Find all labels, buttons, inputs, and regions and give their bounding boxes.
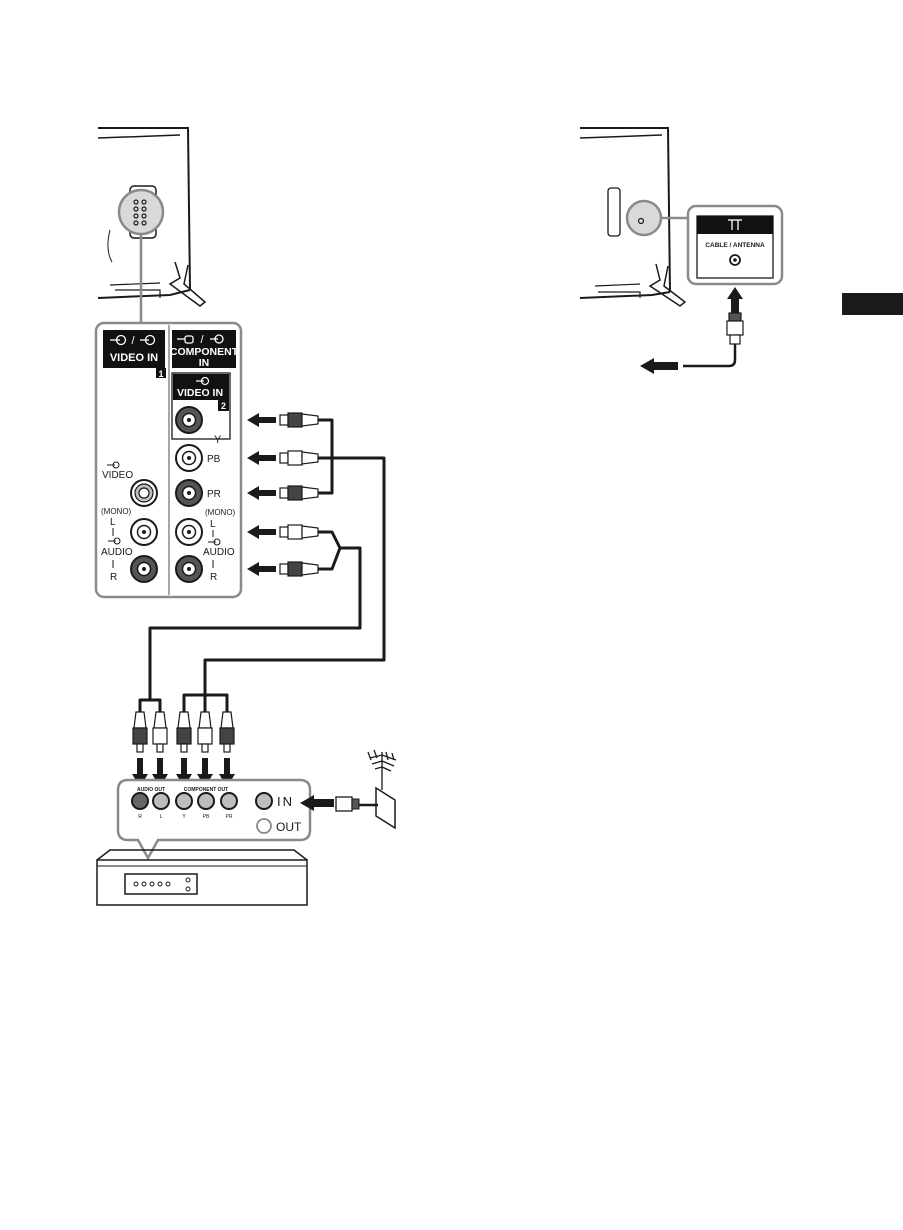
badge-2: 2 <box>221 401 226 411</box>
jack-audio-l-1 <box>131 519 157 545</box>
video-in-2-label: VIDEO IN <box>177 387 223 399</box>
zoom-circle-right <box>627 201 661 235</box>
plug-audio-r <box>280 562 318 576</box>
section-tab <box>842 293 903 315</box>
zoom-circle-left <box>119 190 163 234</box>
label-pr: PR <box>207 489 221 500</box>
jack-audio-l-component <box>176 519 202 545</box>
plug-pr <box>280 486 318 500</box>
coax-cable-right <box>683 344 735 366</box>
label-out: OUT <box>276 820 302 834</box>
rca-plugs-device <box>133 712 234 752</box>
label-mono-left: (MONO) <box>101 507 132 516</box>
device-jack-r <box>132 793 148 809</box>
cable-source-arrow <box>640 358 678 374</box>
badge-1: 1 <box>158 369 163 379</box>
jack-pr <box>176 480 202 506</box>
jack-video-1 <box>131 480 157 506</box>
label-dev-pr: PR <box>226 814 233 820</box>
insert-arrow-antenna <box>727 287 743 313</box>
plug-y <box>280 413 318 427</box>
component-label-line2: IN <box>199 357 210 369</box>
coax-plug-right <box>727 313 743 344</box>
label-dev-l: L <box>160 814 163 820</box>
label-video: VIDEO <box>102 470 133 481</box>
device-plug-r <box>133 712 147 752</box>
plug-audio-l <box>280 525 318 539</box>
label-component-out: COMPONENT OUT <box>184 787 228 793</box>
jack-audio-r-1 <box>131 556 157 582</box>
label-cable-antenna: CABLE / ANTENNA <box>705 242 765 249</box>
rca-plugs-panel <box>280 413 318 576</box>
wall-plate <box>376 788 395 828</box>
device-jack-l <box>153 793 169 809</box>
label-mono-right: (MONO) <box>205 508 236 517</box>
video-in-1-label: VIDEO IN <box>110 352 158 364</box>
device-plug-pb <box>198 712 212 752</box>
label-pb: PB <box>207 454 221 465</box>
jack-cable-antenna <box>730 255 740 265</box>
label-in: IN <box>277 794 294 809</box>
label-y: Y <box>214 434 222 446</box>
insert-arrows-panel <box>247 413 276 576</box>
jack-pb <box>176 445 202 471</box>
device-box <box>97 850 307 905</box>
label-r-left: R <box>110 572 117 583</box>
device-jack-in <box>256 793 272 809</box>
jack-y <box>176 407 202 433</box>
label-l-right: L <box>210 519 216 530</box>
jack-audio-r-component <box>176 556 202 582</box>
label-audio-out: AUDIO OUT <box>137 787 165 793</box>
label-l-left: L <box>110 517 116 528</box>
label-audio-left: AUDIO <box>101 547 133 558</box>
device-jack-pb <box>198 793 214 809</box>
device-jack-y <box>176 793 192 809</box>
plug-pb <box>280 451 318 465</box>
device-plug-pr <box>220 712 234 752</box>
label-r-right: R <box>210 572 217 583</box>
label-dev-r: R <box>138 814 142 820</box>
device-jack-out <box>257 819 271 833</box>
label-dev-pb: PB <box>203 814 210 820</box>
label-audio-right: AUDIO <box>203 547 235 558</box>
coax-cable-device <box>300 795 378 811</box>
device-jack-pr <box>221 793 237 809</box>
device-plug-l <box>153 712 167 752</box>
antenna-icon <box>368 750 396 790</box>
device-plug-y <box>177 712 191 752</box>
